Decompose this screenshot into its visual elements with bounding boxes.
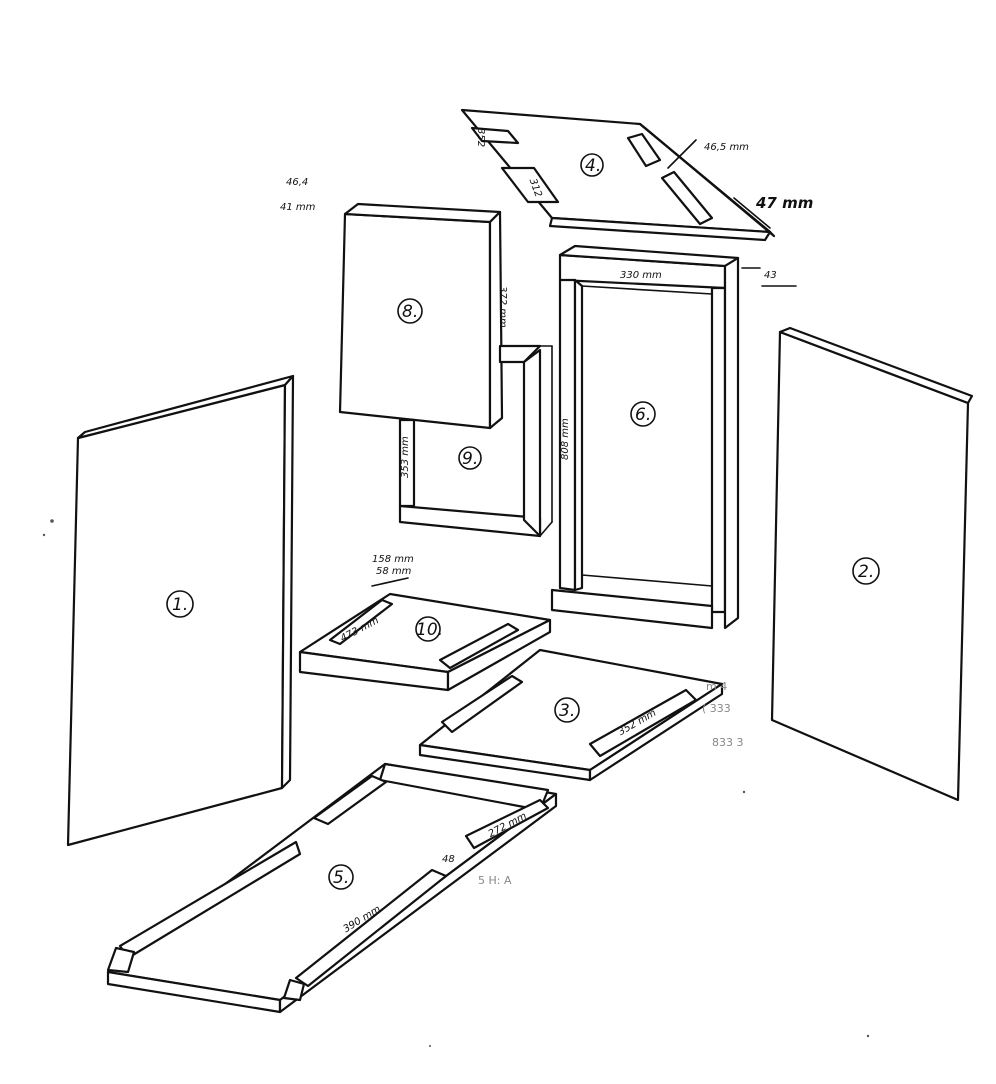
dim-p4-b: 47 mm	[755, 194, 813, 212]
faint-scan-marks: m 4 5 H: A ( 333 833 3	[478, 680, 744, 887]
part-6-label: 6.	[635, 405, 651, 425]
dim-p8-side: 372 mm	[497, 286, 508, 328]
dim-p8-top-a: 46,4	[286, 177, 308, 188]
part-2-side-panel: 2.	[770, 326, 974, 802]
part-2-label: 2.	[858, 562, 874, 582]
part-5-label: 5.	[333, 868, 349, 888]
part-1-side-panel: 1.	[66, 374, 295, 847]
faint-mark-1: m 4	[706, 680, 727, 693]
dim-p4-c: 352	[475, 128, 486, 147]
faint-mark-2: 5 H: A	[478, 874, 512, 887]
part-5-base: 5. 390 mm 272 mm 48	[106, 762, 558, 1014]
part-4-top-panel: 4. 352 312 46,5 mm 47 mm	[460, 108, 813, 242]
part-3-label: 3.	[559, 701, 575, 721]
dim-p5-gap: 48	[442, 854, 455, 865]
dim-p4-a: 46,5 mm	[704, 142, 749, 153]
part-6-tall-frame: 6. 330 mm 808 mm 43	[550, 244, 797, 630]
part-10-tray: 10. 158 mm 58 mm 473 mm	[298, 554, 552, 692]
dim-p9-side: 353 mm	[400, 436, 411, 478]
part-1-label: 1.	[172, 595, 188, 615]
dim-p8-top-b: 41 mm	[280, 202, 316, 213]
scan-specks	[42, 519, 870, 1047]
faint-mark-4: 833 3	[712, 736, 744, 749]
part-8-box: 8. 46,4 41 mm 372 mm	[280, 177, 508, 430]
dim-p10-a: 158 mm	[372, 554, 414, 565]
dim-p6-right: 43	[764, 270, 777, 281]
part-10-label: 10.	[416, 620, 443, 640]
part-4-label: 4.	[585, 156, 601, 176]
part-9-label: 9.	[462, 449, 478, 469]
dim-p6-top: 330 mm	[620, 270, 662, 281]
dim-p10-b: 58 mm	[376, 566, 412, 577]
part-9-frame: 9. 353 mm	[398, 344, 553, 538]
part-3-board: 3. 352 mm	[418, 648, 724, 782]
part-8-label: 8.	[402, 302, 418, 322]
dim-p6-side: 808 mm	[560, 418, 571, 460]
faint-mark-3: ( 333	[702, 702, 731, 715]
